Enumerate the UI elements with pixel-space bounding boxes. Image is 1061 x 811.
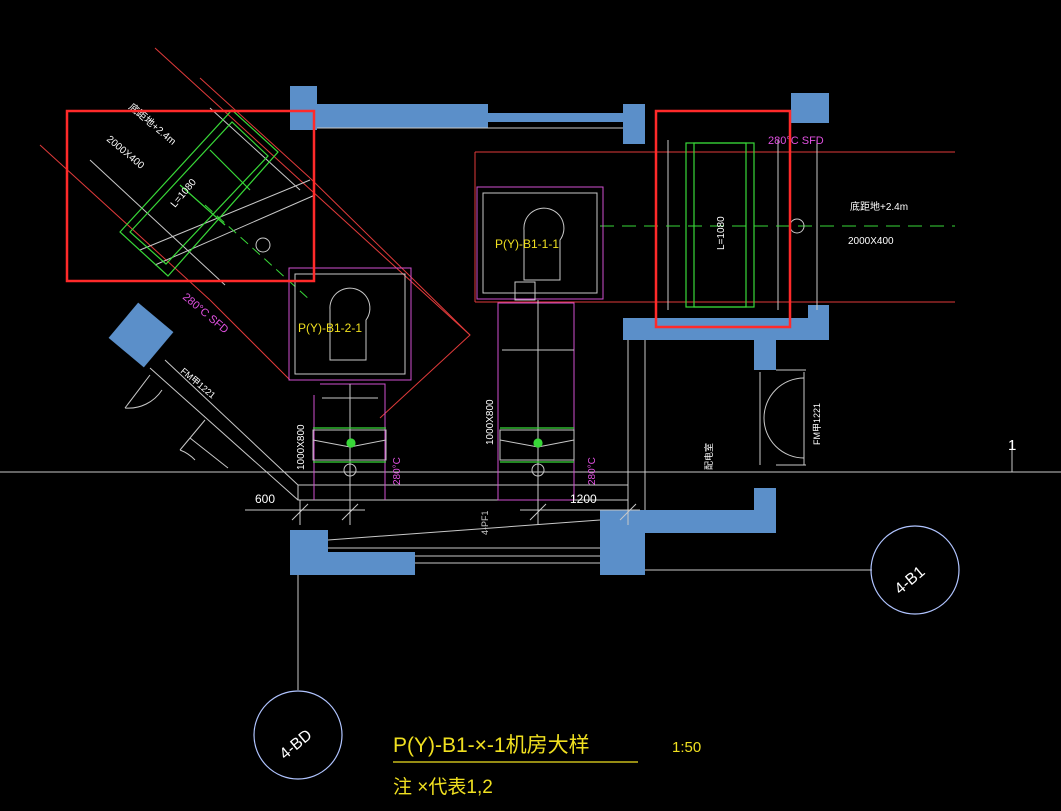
damper-right	[685, 142, 755, 308]
duct-size-right: 2000X400	[848, 236, 894, 247]
vertical-duct-right: 1000X800 280°C	[485, 300, 598, 510]
dimension-600: 600	[255, 492, 275, 506]
damper-left	[119, 109, 279, 277]
temp-label-left: 280°C	[392, 457, 403, 485]
wall-diagonal-block	[108, 302, 174, 368]
grid-1-label: 1	[1008, 437, 1016, 454]
wall-bottom-left	[290, 552, 415, 575]
highlight-box-left	[65, 109, 316, 283]
duct-elevation-right: 底距地+2.4m	[850, 200, 908, 213]
fan-unit-b1-2-1[interactable]: P(Y)-B1-2-1	[288, 267, 412, 381]
shaft-label: 4-PF1	[480, 510, 490, 535]
title-block: P(Y)-B1-×-1机房大样 1:50 注 ×代表1,2	[393, 734, 701, 798]
room-outlines	[149, 127, 870, 690]
drawing-scale: 1:50	[672, 739, 701, 756]
room-label: 配电室	[703, 443, 714, 470]
vertical-duct-left: 1000X800 280°C	[296, 383, 403, 510]
door-right-label: FM甲1221	[812, 403, 822, 445]
wall-top-left	[290, 104, 488, 128]
wall-right-stub	[808, 305, 829, 340]
drawing-note: 注 ×代表1,2	[393, 776, 493, 798]
drawing-title: P(Y)-B1-×-1机房大样	[393, 734, 590, 757]
duct-size-mid-left: 1000X800	[296, 424, 307, 470]
dimension-lines: 600 1200 4-PF1	[245, 492, 640, 535]
door-left[interactable]	[124, 374, 229, 469]
temp-label-right: 280°C	[587, 457, 598, 485]
wall-top-mid	[488, 113, 623, 122]
highlight-box-right	[654, 109, 792, 329]
door-right[interactable]	[759, 372, 805, 465]
grid-marker-1: 1	[990, 437, 1016, 473]
walls	[108, 86, 829, 575]
wall-top-right	[791, 93, 829, 123]
fan-unit-b1-1-1[interactable]: P(Y)-B1-1-1	[476, 186, 604, 301]
horizontal-duct-right: 280°C SFD L=1080 底距地+2.4m 2000X400	[474, 135, 955, 310]
fan-b1-1-label: P(Y)-B1-1-1	[495, 237, 559, 251]
wall-top-mid-column	[623, 104, 645, 144]
wall-mid-horizontal	[623, 318, 829, 340]
wall-bottom-right-column	[600, 510, 645, 575]
fire-damper-right-label: 280°C SFD	[768, 135, 824, 147]
wall-door-right-upper	[754, 338, 776, 370]
duct-size-mid-right: 1000X800	[485, 399, 496, 445]
damper-valve-left	[255, 237, 271, 253]
fan-b1-2-label: P(Y)-B1-2-1	[298, 321, 362, 335]
dimension-1200: 1200	[570, 492, 597, 506]
duct-length-right: L=1080	[716, 216, 727, 250]
